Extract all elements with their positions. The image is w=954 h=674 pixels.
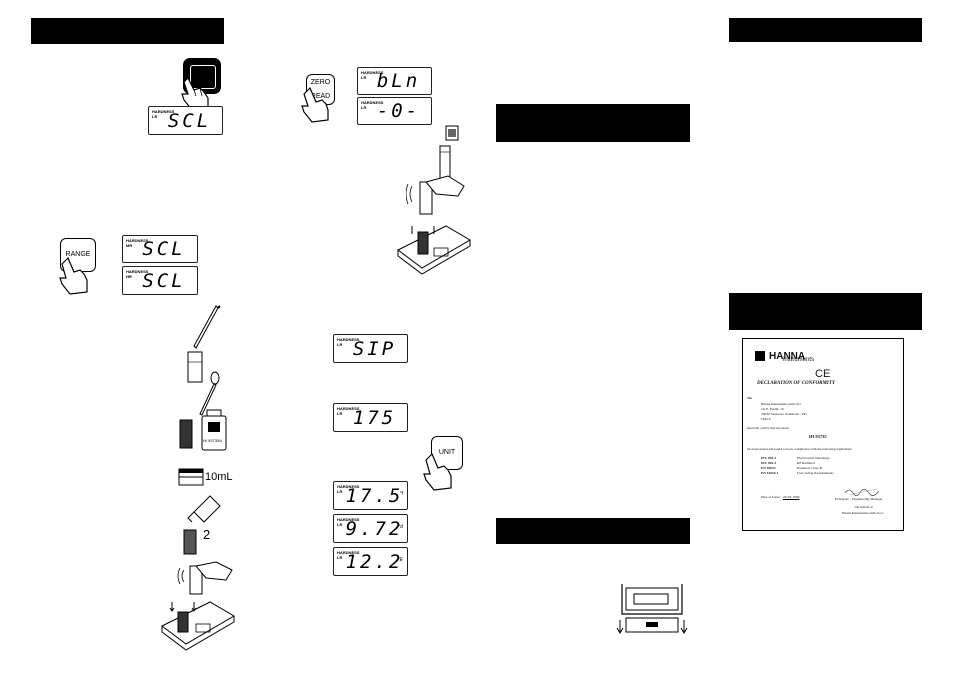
certify-text: herewith certify that the meter [747,426,790,430]
address-line-2: via E. Fermi, 10 [761,407,784,411]
lcd-display-scl-mr: HARDNESS MR SCL [122,235,198,263]
lcd-tag: HARDNESS [337,337,360,342]
lcd-display-scl-hr: HARDNESS HR SCL [122,266,198,295]
lcd-reading: 9.72 [345,517,404,540]
ten-ml-label: 10mL [205,471,233,483]
regulation-code-4: EN 61010-1 [761,471,779,475]
address-line-1: Hanna Instruments Italia Srl [761,402,801,406]
lcd-unit: °f [399,491,403,497]
regulation-desc-1: Electrostatic Discharge [797,456,830,460]
lcd-reading: bLn [376,70,421,92]
regulation-code-2: IEC 801-3 [761,461,777,465]
cuvette-cap-illustration [439,125,459,179]
lcd-tag: HARDNESS [337,406,360,411]
company-name: Hanna Instruments Italia S.r.l. [842,511,884,515]
section-header-bar-4 [729,18,922,42]
model-number: HI 93735 [809,434,827,439]
lcd-mode: HR [126,274,132,279]
zero-label: ZERO [310,79,331,86]
we-label: We [747,396,752,400]
reagent-label: HI 93735A [203,438,222,443]
signature [844,488,880,496]
lcd-tag: HARDNESS [126,238,149,243]
section-header-bar-1 [31,18,224,44]
meter-insert-cuvette-illustration [161,601,235,651]
lcd-mode: LR [337,555,343,560]
brand-name: HANNA [769,350,806,362]
regulation-code-1: IEC 801-2 [761,456,777,460]
unit-button-label: UNIT [438,449,456,456]
step-two-label: 2 [203,527,211,542]
lcd-display-sip: HARDNESS LR SIP [333,334,408,363]
brand-subtitle: instruments [783,357,815,363]
lcd-display-zero: HARDNESS LR -0- [357,97,432,125]
pipette-cuvette-illustration [187,305,221,383]
certificate-title: DECLARATION OF CONFORMITY [757,381,835,386]
lcd-tag: HARDNESS [126,269,149,274]
lcd-reading: 17.5 [345,484,404,507]
address-line-4: ITALY [761,417,771,421]
hand-press-icon [423,452,452,491]
lcd-unit: °d [398,524,403,530]
lcd-display-12-2: HARDNESS LR 12.2 °E [333,547,408,576]
lcd-reading: SCL [167,109,212,132]
section-header-bar-2 [496,104,690,142]
lcd-display-9-72: HARDNESS LR 9.72 °d [333,514,408,543]
section-header-bar-5 [729,293,922,330]
lcd-display-bln: HARDNESS LR bLn [357,67,432,95]
lcd-tag: HARDNESS [361,70,384,75]
shake-cuvette-illustration [177,561,233,595]
lcd-reading: SCL [142,269,186,292]
date-of-issue-value: 20-03-1999 [783,495,800,499]
lcd-mode: LR [361,75,367,80]
lcd-tag: HARDNESS [337,550,360,555]
regulation-desc-4: User Safety Requirements [797,471,834,475]
read-label: READ [310,93,331,100]
declaration-of-conformity-certificate: HANNA instruments CE DECLARATION OF CONF… [742,338,904,531]
lcd-mode: LR [337,342,343,347]
regulation-desc-2: RF Radiated [797,461,815,465]
lcd-display-175: HARDNESS LR 175 [333,403,408,432]
regulation-desc-3: Radiated, Class B [797,466,822,470]
hanna-logo: HANNA [755,347,805,365]
lcd-reading: 175 [352,406,397,429]
lcd-tag: HARDNESS [152,109,175,114]
shake-cuvette-illustration [406,175,465,215]
address-line-3: 35030 Sarmeola di Rubano - PD [761,412,807,416]
date-of-issue-label: Date of Issue: [761,495,781,499]
ce-mark: CE [815,368,831,380]
signer-name: D.Volpato - Engineering Manager [835,497,883,501]
battery-compartment-illustration [616,584,688,634]
reagent-bottle-illustration [179,371,227,451]
lcd-tag: HARDNESS [337,484,360,489]
lcd-reading: SCL [142,238,186,260]
tested-text: has been tested and found to be in compl… [747,447,853,451]
range-button-label: RANGE [65,251,91,258]
on-behalf-text: On behalf of [855,505,873,509]
lcd-reading: SIP [352,337,397,360]
lcd-mode: LR [337,489,343,494]
lcd-mode: LR [337,411,343,416]
lcd-tag: HARDNESS [337,517,360,522]
hand-press-icon [301,86,329,123]
section-header-bar-3 [496,518,690,544]
lcd-unit: °E [397,557,403,563]
ten-ml-vial-icon [178,468,204,486]
lcd-display-17-5: HARDNESS LR 17.5 °f [333,481,408,510]
lcd-reading: 12.2 [345,550,404,573]
lcd-mode: MR [126,243,133,248]
lcd-reading: -0- [376,100,421,122]
lcd-tag: HARDNESS [361,100,384,105]
lcd-mode: LR [361,105,367,110]
lcd-display-scl: HARDNESS LR SCL [148,106,223,135]
hand-press-icon [59,256,88,295]
lcd-mode: LR [337,522,343,527]
dropper-bottle-illustration [183,495,221,555]
meter-insert-cuvette-illustration [397,225,471,275]
regulation-code-3: EN 55022 [761,466,776,470]
lcd-mode: LR [152,114,158,119]
